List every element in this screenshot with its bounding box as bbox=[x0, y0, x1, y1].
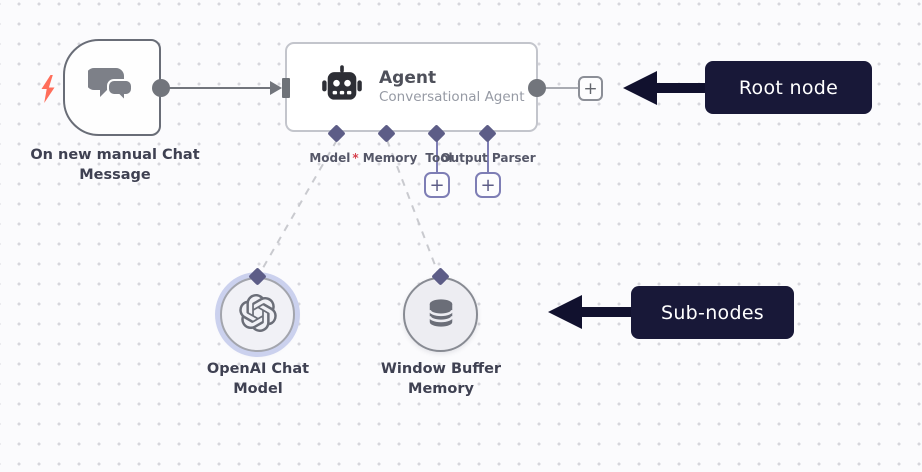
memory-node-label: Window Buffer Memory bbox=[380, 361, 502, 397]
robot-icon bbox=[320, 63, 364, 111]
model-port-label: Model* bbox=[309, 151, 358, 165]
openai-node-label: OpenAI Chat Model bbox=[206, 361, 310, 397]
root-node-badge: Root node bbox=[705, 61, 872, 114]
trigger-output-handle[interactable] bbox=[152, 79, 170, 97]
openai-logo-icon bbox=[238, 293, 277, 336]
trigger-node-label: On new manual Chat Message bbox=[30, 147, 200, 183]
database-icon bbox=[423, 295, 459, 335]
connection-arrowhead-icon bbox=[270, 81, 282, 95]
model-required-mark: * bbox=[352, 151, 359, 165]
sub-nodes-arrow-icon bbox=[548, 295, 633, 329]
agent-node-text: Agent Conversational Agent bbox=[379, 68, 525, 107]
chat-trigger-node[interactable] bbox=[63, 39, 161, 136]
agent-node[interactable]: Agent Conversational Agent bbox=[285, 42, 538, 132]
agent-input-handle[interactable] bbox=[282, 78, 290, 98]
trigger-bolt-icon bbox=[38, 74, 58, 110]
agent-node-title: Agent bbox=[379, 67, 437, 88]
agent-node-subtitle: Conversational Agent bbox=[379, 88, 525, 105]
openai-chat-model-node[interactable] bbox=[220, 277, 295, 352]
root-node-arrow-icon bbox=[623, 71, 707, 105]
window-buffer-memory-node[interactable] bbox=[403, 277, 478, 352]
memory-port-label: Memory bbox=[362, 151, 418, 165]
agent-output-handle[interactable] bbox=[528, 79, 546, 97]
add-tool-button[interactable]: + bbox=[424, 172, 450, 198]
output-parser-port-label: Output Parser bbox=[440, 151, 536, 165]
add-output-parser-button[interactable]: + bbox=[475, 172, 501, 198]
model-port-text: Model bbox=[309, 151, 351, 165]
chat-bubbles-icon bbox=[86, 66, 136, 110]
sub-nodes-badge: Sub-nodes bbox=[631, 286, 794, 339]
add-node-button[interactable]: + bbox=[578, 76, 603, 101]
